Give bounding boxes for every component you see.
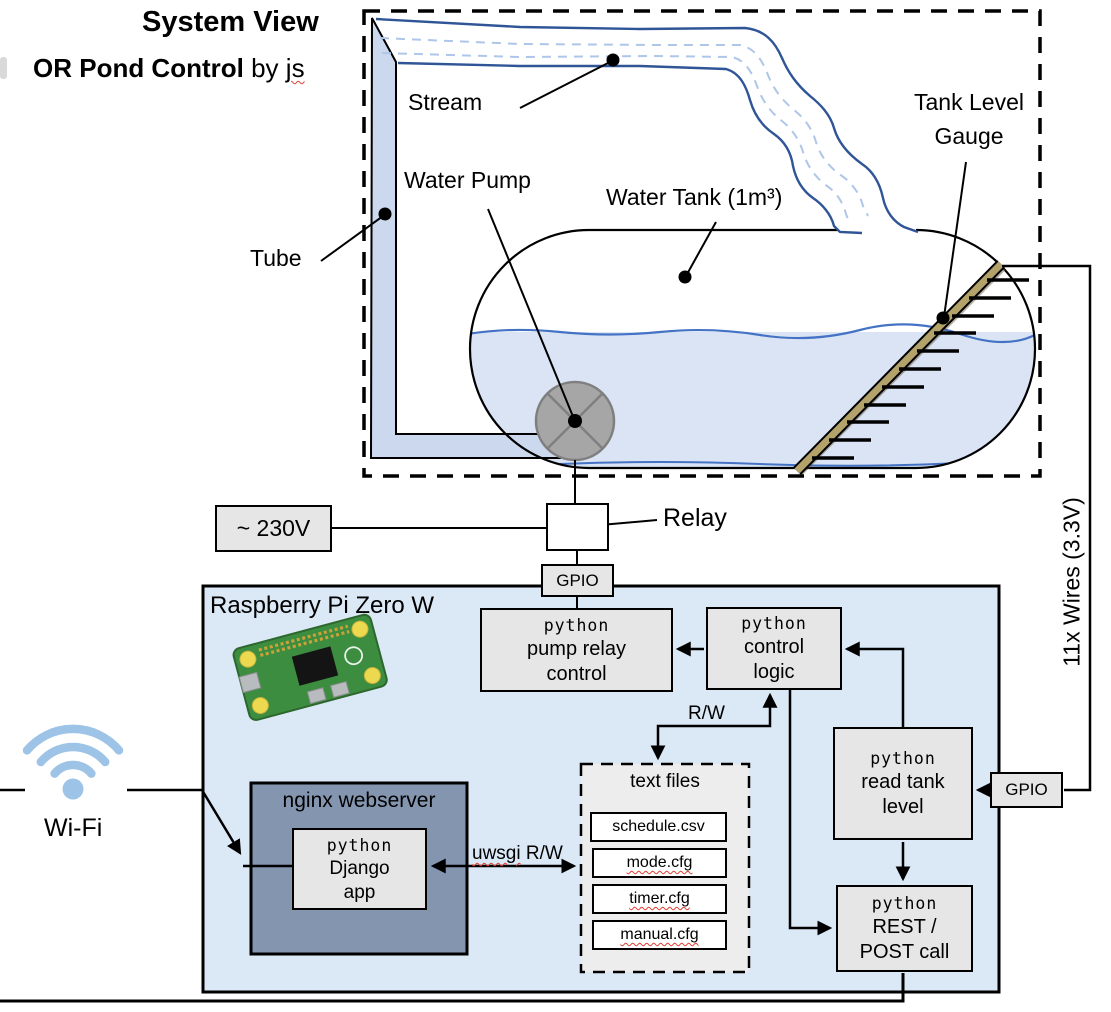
dot-gauge	[936, 311, 950, 325]
label-uwsgi: uwsgi	[472, 843, 521, 864]
rest-post-lang: python	[871, 894, 938, 913]
wifi-icon	[22, 724, 124, 800]
label-raspberry-pi: Raspberry Pi Zero W	[210, 592, 435, 619]
wire-rest-to-bottom	[0, 973, 905, 1003]
django-line2: app	[343, 881, 376, 903]
mains-230v-box: ~ 230V	[215, 505, 332, 552]
control-logic-line1: control	[743, 636, 805, 658]
rest-post-line1: REST /	[872, 916, 937, 938]
raspberry-pi-photo	[232, 613, 388, 721]
subtitle-author: js	[285, 53, 305, 83]
read-tank-level-box: python read tank level	[833, 727, 973, 840]
stream-dash-line-1	[379, 37, 869, 217]
file-mode-cfg-label: mode.cfg	[626, 854, 693, 871]
django-app-box: python Django app	[292, 828, 427, 910]
arrow-logic-textfiles-rw	[650, 692, 778, 761]
stream-edge-top	[375, 17, 919, 234]
label-nginx: nginx webserver	[282, 789, 436, 812]
file-timer-cfg: timer.cfg	[592, 884, 727, 914]
relay-box	[546, 503, 609, 551]
read-tank-lang: python	[870, 749, 936, 768]
pump-relay-lang: python	[543, 615, 610, 635]
water-bottom-line	[559, 461, 961, 467]
file-schedule-csv-label: schedule.csv	[612, 818, 705, 835]
rest-post-line2: POST call	[859, 941, 950, 963]
file-mode-cfg: mode.cfg	[592, 848, 727, 878]
label-water-tank: Water Tank (1m³)	[606, 184, 783, 210]
control-logic-line2: logic	[753, 661, 795, 683]
system-boundary-box	[362, 9, 1042, 478]
label-tank-level-gauge-line2: Gauge	[934, 123, 1004, 149]
label-wires: 11x Wires (3.3V)	[1058, 497, 1085, 667]
leader-tank	[685, 221, 717, 277]
rest-post-call-box: python REST / POST call	[836, 885, 973, 972]
pump-relay-control-box: python pump relay control	[480, 608, 673, 692]
label-wifi: Wi-Fi	[44, 814, 103, 842]
tank-level-gauge	[793, 260, 1029, 476]
stream-edge-bottom	[397, 61, 863, 235]
file-timer-cfg-label: timer.cfg	[629, 890, 690, 907]
label-stream: Stream	[408, 89, 483, 115]
file-manual-cfg-label: manual.cfg	[620, 926, 699, 943]
dot-tank	[678, 270, 692, 284]
leader-tube	[320, 215, 384, 262]
control-logic-box: python control logic	[706, 607, 842, 690]
subtitle-by: by	[251, 53, 279, 83]
gpio-box-relay: GPIO	[541, 564, 614, 597]
label-tube: Tube	[250, 245, 302, 271]
stream-band	[376, 19, 918, 234]
dot-tube	[378, 207, 392, 221]
file-manual-cfg: manual.cfg	[592, 920, 727, 950]
file-schedule-csv: schedule.csv	[590, 812, 727, 842]
dot-stream	[606, 53, 620, 67]
label-relay: Relay	[663, 504, 727, 532]
label-uwsgi-rw: uwsgi R/W	[472, 843, 563, 865]
django-line1: Django	[329, 857, 390, 879]
left-edge-sliver	[0, 57, 7, 79]
pump-relay-line2: control	[546, 662, 607, 685]
wire-gauge-to-gpio	[1002, 264, 1092, 792]
control-logic-lang: python	[741, 614, 807, 633]
label-text-files: text files	[630, 771, 700, 792]
read-tank-line2: level	[882, 796, 924, 818]
page-subtitle: OR Pond Control by js	[33, 53, 305, 84]
arrow-wifi-to-nginx	[200, 789, 242, 855]
label-tank-level-gauge: Tank Level Gauge	[898, 85, 1040, 153]
leader-gauge	[943, 161, 967, 318]
subtitle-bold: OR Pond Control	[33, 53, 244, 83]
label-water-pump: Water Pump	[404, 167, 531, 193]
arrow-logic-to-rest	[788, 690, 833, 936]
stream-dash-line-2	[381, 52, 850, 223]
gpio-box-gauge: GPIO	[990, 772, 1063, 808]
leader-stream	[519, 61, 611, 109]
water-tank-outline	[468, 228, 1037, 470]
dot-pump	[568, 414, 582, 428]
django-lang: python	[326, 835, 393, 855]
label-tank-level-gauge-line1: Tank Level	[914, 89, 1024, 115]
page-title: System View	[142, 6, 319, 38]
leader-pump	[487, 208, 575, 420]
arrow-read-to-logic	[844, 641, 905, 727]
label-uwsgi-rw-suffix: R/W	[525, 843, 563, 864]
label-rw: R/W	[688, 703, 725, 724]
read-tank-line1: read tank	[861, 771, 945, 793]
pump-relay-line1: pump relay	[527, 637, 626, 660]
